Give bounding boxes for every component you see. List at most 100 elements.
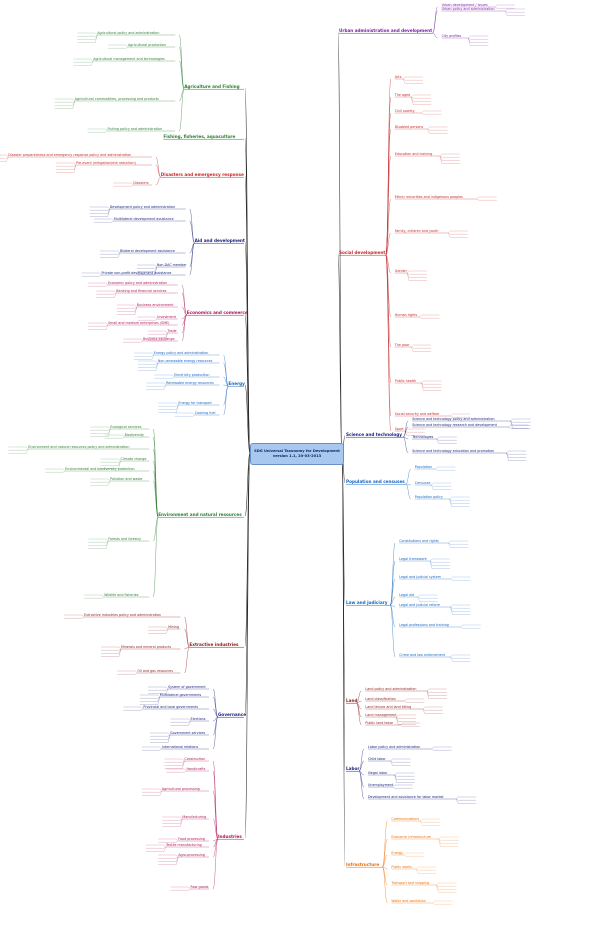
branch-energy[interactable]: Energy	[228, 381, 245, 386]
branch-labor[interactable]: Labor	[346, 766, 360, 771]
node-social-security-and-welfare[interactable]: Social security and welfare	[395, 412, 439, 416]
branch-land[interactable]: Land	[346, 698, 357, 703]
node-bilateral-development-assistance[interactable]: Bilateral development assistance	[120, 249, 175, 253]
node-pre-event-mitigation-risk-reduction[interactable]: Pre-event (mitigation/risk reduction)	[76, 161, 136, 165]
node-public-works[interactable]: Public works	[391, 865, 412, 869]
node-cooking-fuel[interactable]: Cooking fuel	[195, 411, 216, 415]
node-urban-policy-and-administration[interactable]: Urban policy and administration	[442, 7, 495, 11]
node-small-and-medium-enterprises-sme[interactable]: Small and medium enterprises (SME)	[108, 321, 169, 325]
node-unemployment[interactable]: Unemployment	[368, 783, 394, 787]
node-arts[interactable]: Arts	[395, 75, 402, 79]
node-legal-framework[interactable]: Legal framework	[399, 557, 427, 561]
branch-population-and-censuses[interactable]: Population and censuses	[346, 479, 405, 484]
node-oil-and-gas-resources[interactable]: Oil and gas resources	[137, 669, 173, 673]
branch-aid-and-development[interactable]: Aid and development	[195, 238, 245, 243]
node-biodiversity[interactable]: Biodiversity	[125, 433, 144, 437]
node-provincial-and-local-governments[interactable]: Provincial and local governments	[143, 705, 198, 709]
node-human-rights[interactable]: Human rights	[395, 313, 418, 317]
node-transport-and-shipping[interactable]: Transport and shipping	[390, 881, 429, 885]
node-agro-processing[interactable]: Agro-processing	[178, 853, 205, 857]
node-science-and-technology-research-and-development[interactable]: Science and technology research and deve…	[412, 423, 497, 427]
node-multilateral-development-assistance[interactable]: Multilateral development assistance	[114, 217, 174, 221]
node-banking-and-financial-services[interactable]: Banking and financial services	[116, 289, 166, 293]
node-trade[interactable]: Trade	[167, 329, 177, 333]
branch-industries[interactable]: Industries	[218, 834, 242, 839]
node-ethnic-minorities-and-indigenous-peoples[interactable]: Ethnic minorities and indigenous peoples	[395, 195, 463, 199]
node-energy[interactable]: Energy	[391, 851, 403, 855]
node-climate-change[interactable]: Climate change	[121, 457, 147, 461]
node-disasters[interactable]: Disasters	[133, 181, 149, 185]
node-agricultural-management-and-technologies[interactable]: Agricultural management and technologies	[93, 57, 165, 61]
branch-urban-administration-and-development[interactable]: Urban administration and development	[339, 28, 432, 33]
node-environmental-and-biodiversity-protection[interactable]: Environmental and biodiversity protectio…	[65, 467, 134, 471]
node-population[interactable]: Population	[415, 465, 432, 469]
node-land-management[interactable]: Land management	[365, 713, 397, 717]
node-agricultural-policy-and-administration[interactable]: Agricultural policy and administration	[97, 31, 159, 35]
node-extractive-industries-policy-and-administration[interactable]: Extractive industries policy and adminis…	[84, 613, 161, 617]
node-non-renewable-energy-resources[interactable]: Non-renewable energy resources	[158, 359, 213, 363]
node-the-aged[interactable]: The aged	[394, 93, 410, 97]
branch-law-and-judiciary[interactable]: Law and judiciary	[346, 600, 388, 605]
node-minerals-and-mineral-products[interactable]: Minerals and mineral products	[121, 645, 171, 649]
node-handicrafts[interactable]: Handicrafts	[186, 767, 205, 771]
node-government-services[interactable]: Government services	[170, 731, 205, 735]
node-agricultural-production[interactable]: Agricultural production	[128, 43, 166, 47]
branch-disasters-and-emergency-response[interactable]: Disasters and emergency response	[161, 172, 244, 177]
node-economic-policy-and-administration[interactable]: Economic policy and administration	[108, 281, 167, 285]
node-agricultural-commodities-processing-and-products[interactable]: Agricultural commodities, processing and…	[75, 97, 159, 101]
node-sport[interactable]: Sport	[395, 427, 405, 431]
node-energy-policy-and-administration[interactable]: Energy policy and administration	[154, 351, 209, 355]
node-science-and-technology-policy-and-administration[interactable]: Science and technology policy and admini…	[412, 417, 494, 421]
node-technologies[interactable]: Technologies	[411, 435, 433, 439]
node-environment-and-natural-resources-policy-and-administration[interactable]: Environment and natural resources policy…	[28, 445, 129, 449]
node-non-dac-member[interactable]: Non-DAC member	[157, 263, 187, 267]
node-constitutions-and-rights[interactable]: Constitutions and rights	[399, 539, 439, 543]
node-elections[interactable]: Elections	[191, 717, 206, 721]
node-textile-manufacturing[interactable]: Textile manufacturing	[165, 843, 202, 847]
branch-social-development[interactable]: Social development	[339, 250, 385, 255]
node-energy-for-transport[interactable]: Energy for transport	[178, 401, 212, 405]
node-business-exchange[interactable]: Business exchange	[143, 337, 175, 341]
branch-environment-and-natural-resources[interactable]: Environment and natural resources	[158, 512, 242, 517]
node-public-health[interactable]: Public health	[395, 379, 416, 383]
node-international-relations[interactable]: International relations	[162, 745, 199, 749]
central-topic-node[interactable]: SDG Universal Taxonomy for Development v…	[250, 443, 344, 465]
node-gender[interactable]: Gender	[395, 269, 408, 273]
node-investment[interactable]: Investment	[157, 315, 176, 319]
node-pollution-and-waste[interactable]: Pollution and waste	[110, 477, 142, 481]
branch-fishing-fisheries-aquaculture[interactable]: Fishing, fisheries, aquaculture	[163, 134, 235, 139]
node-ecological-services[interactable]: Ecological services	[110, 425, 141, 429]
node-family-children-and-youth[interactable]: Family, children and youth	[395, 229, 439, 233]
node-science-and-technology-education-and-promotion[interactable]: Science and technology education and pro…	[412, 449, 494, 453]
node-education-and-training[interactable]: Education and training	[395, 152, 432, 156]
branch-science-and-technology[interactable]: Science and technology	[346, 432, 402, 437]
node-fishing-policy-and-administration[interactable]: Fishing policy and administration	[108, 127, 162, 131]
node-development-and-assistance-for-labor-market[interactable]: Development and assistance for labor mar…	[368, 795, 444, 799]
node-legal-aid[interactable]: Legal aid	[399, 593, 414, 597]
node-population-policy[interactable]: Population policy	[415, 495, 443, 499]
node-the-poor[interactable]: The poor	[394, 343, 410, 347]
node-land-policy-and-administration[interactable]: Land policy and administration	[365, 687, 416, 691]
branch-economics-and-commerce[interactable]: Economics and commerce	[187, 310, 248, 315]
node-business-environment[interactable]: Business environment	[137, 303, 174, 307]
branch-agriculture-and-fishing[interactable]: Agriculture and Fishing	[184, 84, 239, 89]
node-labor-policy-and-administration[interactable]: Labor policy and administration	[368, 745, 420, 749]
node-land-classification[interactable]: Land classification	[365, 697, 395, 701]
node-legal-professions-and-training[interactable]: Legal professions and training	[399, 623, 449, 627]
node-development-policy-and-administration[interactable]: Development policy and administration	[110, 205, 175, 209]
node-legal-and-judicial-reform[interactable]: Legal and judicial reform	[399, 603, 440, 607]
branch-infrastructure[interactable]: Infrastructure	[346, 862, 379, 867]
node-disaster-preparedness-and-emergency-response-policy-and-administration[interactable]: Disaster preparedness and emergency resp…	[8, 153, 131, 157]
node-child-labor[interactable]: Child labor	[368, 757, 386, 761]
node-mining[interactable]: Mining	[168, 625, 179, 629]
node-construction[interactable]: Construction	[184, 757, 205, 761]
branch-extractive-industries[interactable]: Extractive industries	[189, 642, 239, 647]
node-public-land-lease[interactable]: Public land lease	[365, 721, 393, 725]
node-civil-society[interactable]: Civil society	[395, 109, 415, 113]
node-system-of-government[interactable]: System of government	[168, 685, 206, 689]
node-communications[interactable]: Communications	[391, 817, 419, 821]
node-manufacturing[interactable]: Manufacturing	[182, 815, 206, 819]
node-private-non-profit-development-assistance[interactable]: Private non-profit development assistanc…	[102, 271, 172, 275]
node-forests-and-forestry[interactable]: Forests and forestry	[108, 537, 141, 541]
branch-governance[interactable]: Governance	[218, 712, 246, 717]
